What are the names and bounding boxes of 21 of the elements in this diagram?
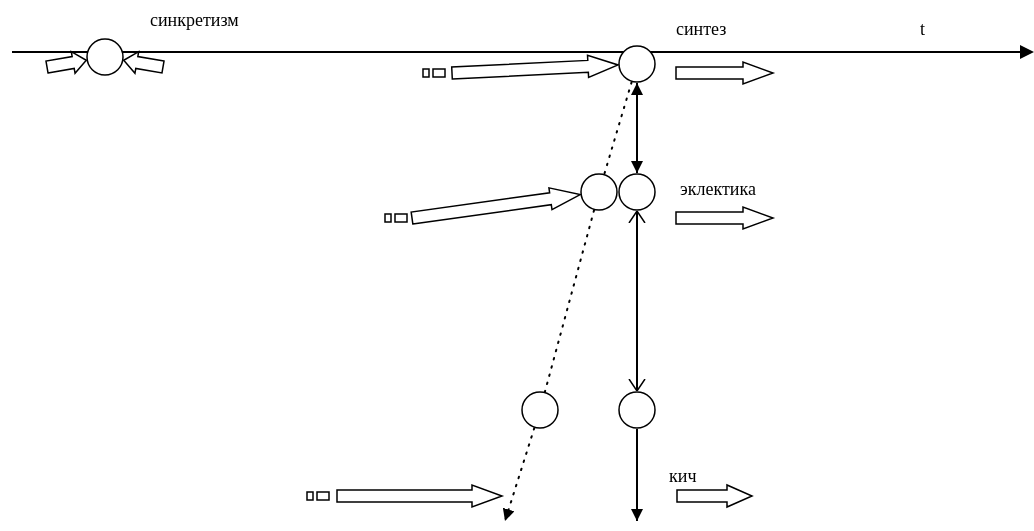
- circle-node: [618, 173, 656, 211]
- arrow: [631, 428, 643, 522]
- connector-line: [543, 209, 596, 393]
- block-arrow: [450, 54, 621, 80]
- circle-node: [618, 391, 656, 429]
- circle-node: [580, 173, 618, 211]
- term-label: t: [920, 20, 925, 38]
- term-label: эклектика: [680, 180, 756, 198]
- arrow: [502, 427, 536, 522]
- circle-node: [618, 45, 656, 83]
- term-label: синкретизм: [150, 11, 239, 29]
- connector-line: [603, 81, 633, 175]
- block-arrow: [45, 50, 88, 76]
- circle-node: [86, 38, 124, 76]
- block-arrow: [410, 186, 583, 225]
- term-label: синтез: [676, 20, 727, 38]
- circle-node: [521, 391, 559, 429]
- arrow: [631, 82, 643, 174]
- term-label: кич: [669, 467, 697, 485]
- block-arrow: [122, 50, 165, 76]
- arrow: [628, 210, 646, 392]
